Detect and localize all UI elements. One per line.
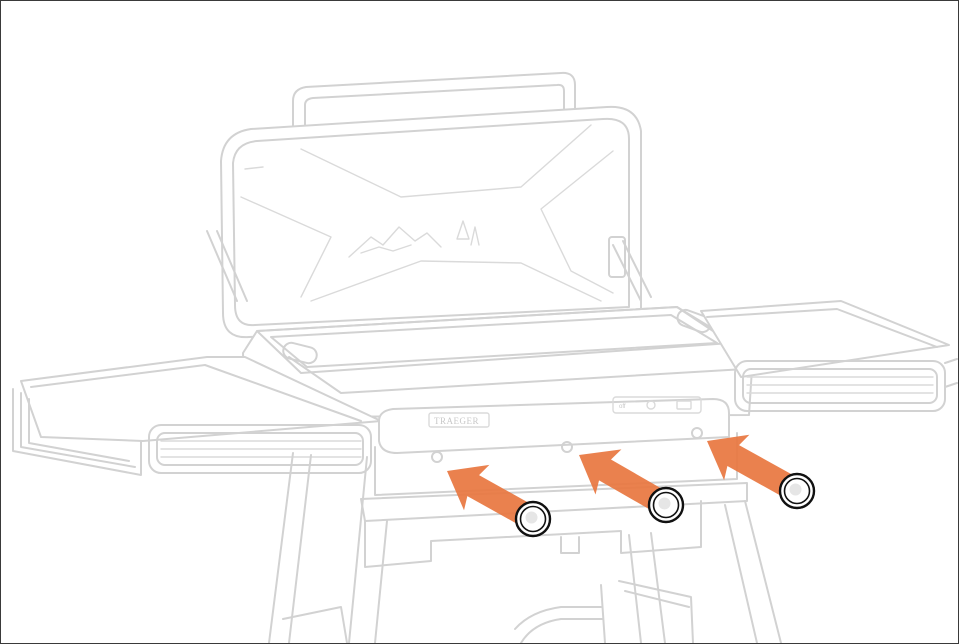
lower-cabinet xyxy=(360,432,748,568)
lid-handle xyxy=(292,71,576,134)
knob-highlight xyxy=(658,497,671,510)
right-side-shelf xyxy=(700,300,958,412)
brand-label: TRAEGER xyxy=(434,416,479,426)
arrow-icon xyxy=(447,464,532,526)
mountain-logo-icon xyxy=(348,220,480,258)
knob-highlight xyxy=(789,483,802,496)
arrow-icon xyxy=(579,449,666,512)
open-lid xyxy=(220,105,642,339)
panel-label: off xyxy=(619,404,626,410)
knob-highlight xyxy=(525,511,538,524)
knobs-layer xyxy=(514,472,816,538)
knob-left xyxy=(514,500,552,538)
control-panel: TRAEGER off xyxy=(378,396,730,463)
knob-center xyxy=(647,486,685,524)
griddle-legs xyxy=(268,452,782,643)
arrows-layer xyxy=(447,434,796,526)
arrow-icon xyxy=(707,434,796,498)
knob-right xyxy=(778,472,816,510)
lid-struts xyxy=(206,230,652,302)
